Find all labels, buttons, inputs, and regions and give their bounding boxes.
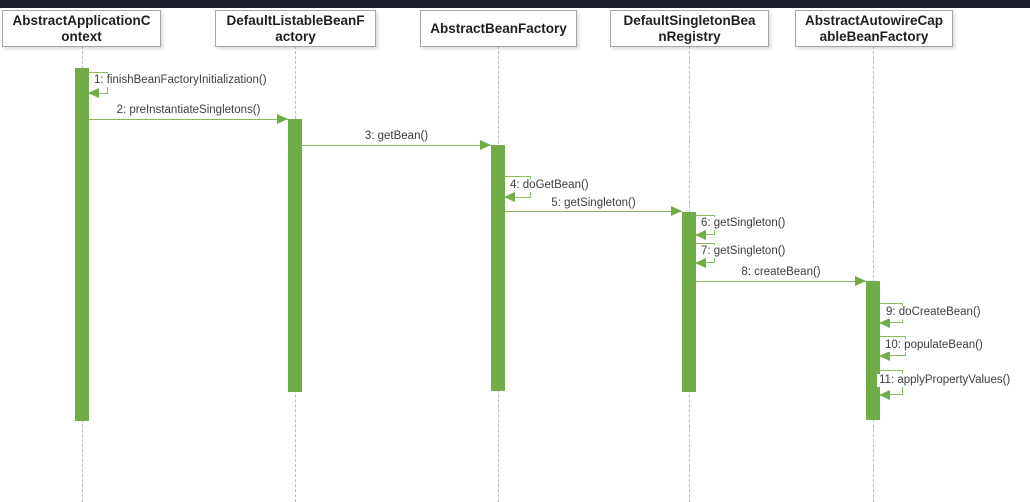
message-line-8 [696, 281, 866, 282]
message-label-11: 11: applyPropertyValues() [877, 374, 1013, 387]
message-label-8: 8: createBean() [741, 266, 821, 278]
message-label-7: 7: getSingleton() [699, 245, 788, 258]
lifeline-abstractautowirecapablebeanfactory [873, 46, 874, 502]
participant-box-abstractapplicationcontext: AbstractApplicationC ontext [2, 10, 161, 47]
participant-box-abstractbeanfactory: AbstractBeanFactory [420, 10, 577, 47]
message-line-3 [302, 145, 491, 146]
participant-box-defaultlistablebeanfactory: DefaultListableBeanF actory [215, 10, 376, 47]
message-line-2 [89, 119, 288, 120]
arrowhead-icon [277, 114, 288, 124]
participant-box-abstractautowirecapablebeanfactory: AbstractAutowireCap ableBeanFactory [795, 10, 953, 47]
arrowhead-icon [88, 88, 99, 98]
message-line-5 [505, 211, 682, 212]
message-label-5: 5: getSingleton() [551, 197, 636, 209]
window-top-bar [0, 0, 1030, 8]
arrowhead-icon [695, 230, 706, 240]
message-label-1: 1: finishBeanFactoryInitialization() [92, 74, 269, 87]
message-label-4: 4: doGetBean() [508, 179, 591, 192]
arrowhead-icon [480, 140, 491, 150]
message-label-9: 9: doCreateBean() [884, 306, 983, 319]
activation-bar-abstractbeanfactory [491, 145, 505, 391]
arrowhead-icon [879, 318, 890, 328]
arrowhead-icon [879, 351, 890, 361]
message-label-2: 2: preInstantiateSingletons() [116, 104, 261, 116]
arrowhead-icon [671, 206, 682, 216]
arrowhead-icon [695, 258, 706, 268]
arrowhead-icon [855, 276, 866, 286]
activation-bar-defaultlistablebeanfactory [288, 119, 302, 392]
activation-bar-defaultsingletonbeanregistry [682, 212, 696, 392]
message-label-6: 6: getSingleton() [699, 217, 788, 230]
message-label-3: 3: getBean() [364, 130, 429, 142]
activation-bar-abstractapplicationcontext [75, 68, 89, 421]
arrowhead-icon [504, 192, 515, 202]
message-label-10: 10: populateBean() [883, 339, 985, 352]
arrowhead-icon [879, 390, 890, 400]
participant-box-defaultsingletonbeanregistry: DefaultSingletonBea nRegistry [610, 10, 769, 47]
activation-bar-abstractautowirecapablebeanfactory [866, 281, 880, 420]
